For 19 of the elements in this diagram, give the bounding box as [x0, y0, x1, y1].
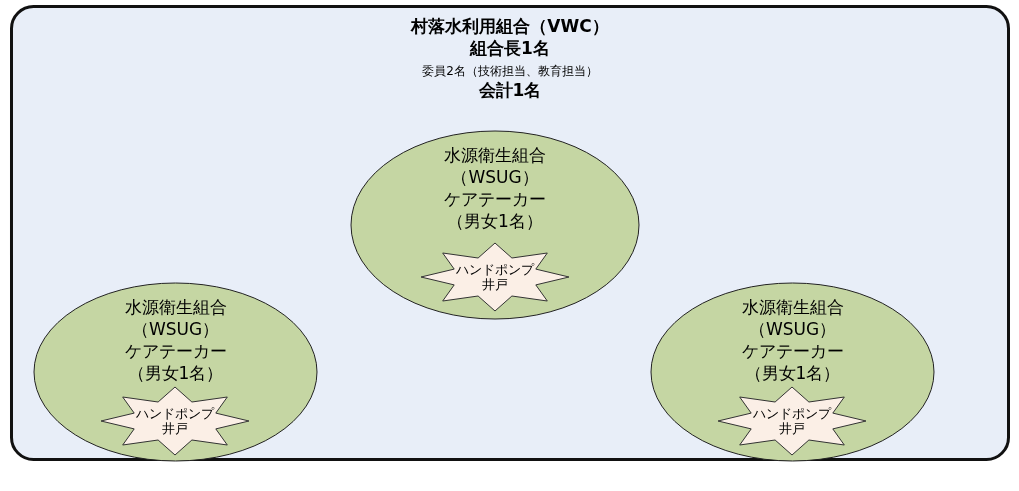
- role-text: 会計1名: [477, 79, 543, 101]
- group-title: 水源衛生組合: [443, 144, 547, 166]
- well-label: ハンドポンプ井戸: [752, 406, 833, 436]
- role-text: ケアテーカー: [123, 340, 228, 362]
- organization-title: 村落水利用組合（VWC）: [409, 15, 610, 37]
- role-text: 組合長1名: [468, 37, 551, 59]
- group-title: 水源衛生組合: [123, 296, 228, 318]
- well-label: ハンドポンプ井戸: [135, 406, 216, 436]
- role-text: ケアテーカー: [443, 188, 547, 210]
- role-text: （男女1名）: [126, 362, 225, 384]
- role-text: （男女1名）: [446, 210, 544, 232]
- role-text: 委員2名（技術担当、教育担当）: [421, 63, 599, 80]
- group-abbreviation: （WSUG）: [747, 318, 838, 340]
- role-text: （男女1名）: [743, 362, 842, 384]
- group-title: 水源衛生組合: [740, 296, 845, 318]
- group-abbreviation: （WSUG）: [130, 318, 221, 340]
- role-text: ケアテーカー: [740, 340, 845, 362]
- well-label: ハンドポンプ井戸: [455, 262, 536, 292]
- group-abbreviation: （WSUG）: [450, 166, 540, 188]
